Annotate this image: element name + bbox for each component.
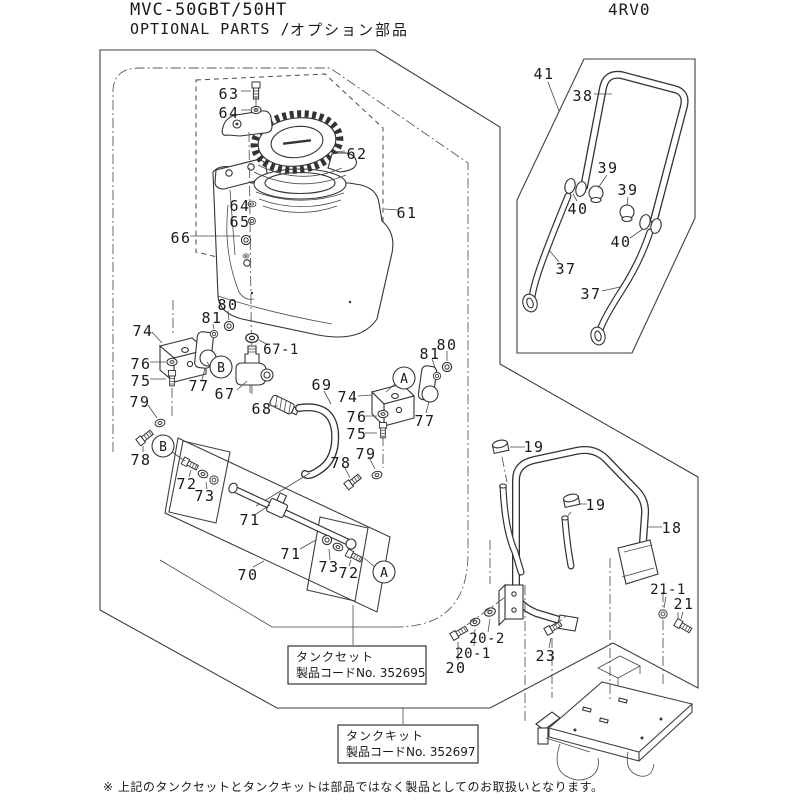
callout-20-1: 20-1 [455,646,491,662]
callout-37-2: 37 [580,285,601,303]
page-title-model: MVC-50GBT/50HT [130,0,288,20]
page-subtitle-en: OPTIONAL PARTS / [130,20,291,38]
handle-drawing [522,70,689,346]
callout-81-2: 81 [419,345,440,363]
callout-80: 80 [217,296,238,314]
callout-72: 72 [176,475,197,493]
tank-drawing [212,81,394,396]
ref-circles: B B A A [151,355,416,584]
tank-kit-name: タンクキット [346,729,424,743]
callout-79: 79 [129,393,150,411]
pipe-assembly [164,437,391,613]
part-callouts: 63 64 62 61 64 65 66 80 81 67-1 67 68 69… [129,65,694,677]
callout-71: 71 [239,511,260,529]
callout-40: 40 [567,200,588,218]
callout-18: 18 [661,519,682,537]
callout-20: 20 [445,659,466,677]
ref-a-2: A [380,566,388,581]
callout-64-2: 64 [229,197,250,215]
callout-76-2: 76 [346,408,367,426]
callout-40-2: 40 [610,233,631,251]
callout-76: 76 [130,355,151,373]
callout-75: 75 [130,372,151,390]
valve-drawing [235,332,340,507]
tank-kit-code: 製品コードNo. 352697 [346,745,476,759]
handle-group-box [516,58,696,354]
page-subtitle-jp: オプション部品 [290,21,410,39]
callout-19-2: 19 [585,496,606,514]
callout-41: 41 [533,65,554,83]
main-border [99,49,699,709]
machine-outline [112,67,469,628]
spray-tip [269,394,300,416]
callout-71-2: 71 [280,545,301,563]
callout-67-1: 67-1 [263,342,299,358]
callout-70: 70 [237,566,258,584]
callout-62: 62 [346,145,367,163]
doc-code: 4RV0 [608,0,651,19]
callout-79-2: 79 [355,445,376,463]
callout-65: 65 [229,213,250,231]
frame-drawing [449,439,694,781]
tank-kit-label-box: タンクキット 製品コードNo. 352697 [337,724,479,764]
callout-66: 66 [170,229,191,247]
tank-set-label-box: タンクセット 製品コードNo. 352695 [287,645,427,685]
callout-20-2: 20-2 [469,631,505,647]
callout-19: 19 [523,438,544,456]
callout-78-2: 78 [330,454,351,472]
callout-39-2: 39 [617,181,638,199]
callout-39: 39 [597,159,618,177]
tank-set-name: タンクセット [296,650,374,664]
bracket-set-left [135,300,235,447]
frame-cap [491,439,581,508]
callout-73-2: 73 [318,558,339,576]
callout-64: 64 [218,104,239,122]
callout-73: 73 [194,487,215,505]
callout-74: 74 [132,322,153,340]
ref-b-1: B [217,361,225,376]
callout-61: 61 [396,204,417,222]
ref-b-2: B [159,440,167,455]
tank-set-code: 製品コードNo. 352695 [296,666,426,680]
callout-69: 69 [311,376,332,394]
bracket-set-right [343,361,453,491]
base-plate [535,655,694,781]
ref-a-1: A [400,372,408,387]
callout-38: 38 [572,87,593,105]
callout-75-2: 75 [346,425,367,443]
callout-78: 78 [130,451,151,469]
callout-77-2: 77 [414,412,435,430]
callout-21-1: 21-1 [650,582,686,598]
callout-68: 68 [251,400,272,418]
footnote: ※ 上記のタンクセットとタンクキットは部品ではなく製品としてのお取扱いとなります… [103,780,604,794]
leader-lines [142,81,684,724]
callout-72-2: 72 [338,564,359,582]
callout-81: 81 [201,309,222,327]
callout-63: 63 [218,85,239,103]
tank-cap [250,110,344,174]
callout-67: 67 [214,385,235,403]
callout-80-2: 80 [436,336,457,354]
callout-74-2: 74 [337,388,358,406]
callout-37: 37 [555,260,576,278]
callout-21: 21 [673,595,694,613]
callout-23: 23 [535,647,556,665]
callout-77: 77 [188,377,209,395]
tank-dashed-box [195,73,384,297]
